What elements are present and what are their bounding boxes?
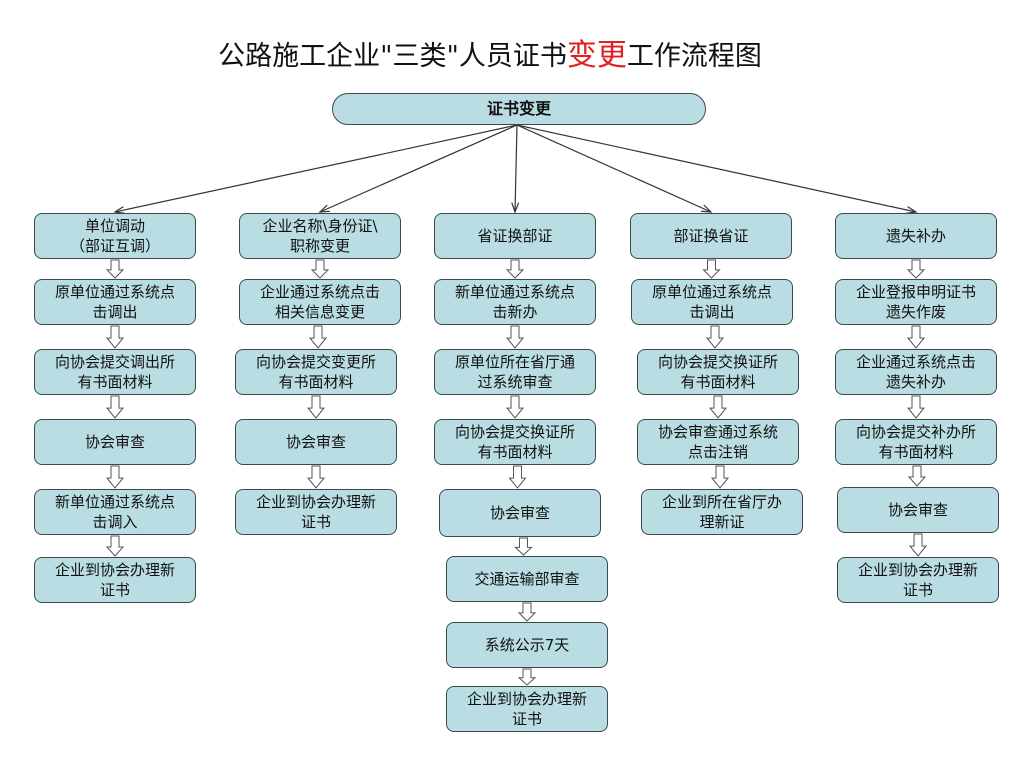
branch-connector — [319, 124, 518, 213]
down-arrow-icon — [105, 325, 125, 349]
step-node: 协会审查 — [235, 419, 397, 465]
step-node: 向协会提交变更所 有书面材料 — [235, 349, 397, 395]
page-title: 公路施工企业"三类"人员证书变更工作流程图 — [0, 30, 980, 74]
down-arrow-icon — [105, 465, 125, 489]
arrowhead-icon — [700, 204, 713, 213]
step-node: 协会审查通过系统 点击注销 — [637, 419, 799, 465]
down-arrow-icon — [105, 535, 125, 557]
step-node: 企业登报申明证书 遗失作废 — [835, 279, 997, 325]
down-arrow-icon — [517, 602, 537, 622]
step-node: 新单位通过系统点 击新办 — [434, 279, 596, 325]
down-arrow-icon — [906, 259, 926, 279]
down-arrow-icon — [710, 465, 730, 489]
step-node: 协会审查 — [837, 487, 999, 533]
arrowhead-icon — [511, 202, 520, 214]
step-node: 协会审查 — [439, 489, 601, 537]
step-node: 企业通过系统点击 相关信息变更 — [239, 279, 401, 325]
branch-connector — [516, 124, 712, 213]
step-node: 向协会提交换证所 有书面材料 — [434, 419, 596, 465]
root-node: 证书变更 — [332, 93, 706, 125]
step-node: 企业到所在省厅办 理新证 — [641, 489, 803, 535]
down-arrow-icon — [906, 325, 926, 349]
step-node: 交通运输部审查 — [446, 556, 608, 602]
down-arrow-icon — [306, 465, 326, 489]
title-highlight: 变更 — [566, 38, 627, 73]
step-node: 向协会提交调出所 有书面材料 — [34, 349, 196, 395]
branch-node: 省证换部证 — [434, 213, 596, 259]
step-node: 原单位所在省厅通 过系统审查 — [434, 349, 596, 395]
down-arrow-icon — [906, 395, 926, 419]
branch-node: 企业名称\身份证\ 职称变更 — [239, 213, 401, 259]
down-arrow-icon — [907, 465, 927, 487]
branch-connector — [516, 124, 917, 213]
step-node: 系统公示7天 — [446, 622, 608, 668]
down-arrow-icon — [702, 259, 721, 279]
branch-node: 单位调动 （部证互调） — [34, 213, 196, 259]
down-arrow-icon — [508, 465, 527, 489]
step-node: 原单位通过系统点 击调出 — [631, 279, 793, 325]
down-arrow-icon — [505, 325, 525, 349]
step-node: 向协会提交换证所 有书面材料 — [637, 349, 799, 395]
down-arrow-icon — [908, 533, 928, 557]
step-node: 企业到协会办理新 证书 — [34, 557, 196, 603]
step-node: 新单位通过系统点 击调入 — [34, 489, 196, 535]
down-arrow-icon — [105, 259, 125, 279]
title-suffix: 工作流程图 — [626, 41, 762, 72]
step-node: 企业到协会办理新 证书 — [837, 557, 999, 603]
down-arrow-icon — [514, 537, 533, 556]
branch-node: 遗失补办 — [835, 213, 997, 259]
step-node: 原单位通过系统点 击调出 — [34, 279, 196, 325]
branch-node: 部证换省证 — [630, 213, 792, 259]
down-arrow-icon — [308, 325, 328, 349]
down-arrow-icon — [708, 395, 728, 419]
arrowhead-icon — [906, 206, 918, 214]
title-prefix: 公路施工企业"三类"人员证书 — [218, 41, 567, 72]
down-arrow-icon — [505, 259, 525, 279]
step-node: 向协会提交补办所 有书面材料 — [835, 419, 997, 465]
down-arrow-icon — [310, 259, 330, 279]
arrowhead-icon — [113, 206, 125, 214]
down-arrow-icon — [505, 395, 525, 419]
down-arrow-icon — [705, 325, 725, 349]
step-node: 企业到协会办理新 证书 — [446, 686, 608, 732]
arrowhead-icon — [318, 204, 331, 213]
step-node: 企业通过系统点击 遗失补办 — [835, 349, 997, 395]
branch-connector — [114, 124, 518, 213]
down-arrow-icon — [306, 395, 326, 419]
branch-connector — [514, 124, 518, 213]
step-node: 协会审查 — [34, 419, 196, 465]
down-arrow-icon — [105, 395, 125, 419]
step-node: 企业到协会办理新 证书 — [235, 489, 397, 535]
down-arrow-icon — [517, 668, 537, 686]
